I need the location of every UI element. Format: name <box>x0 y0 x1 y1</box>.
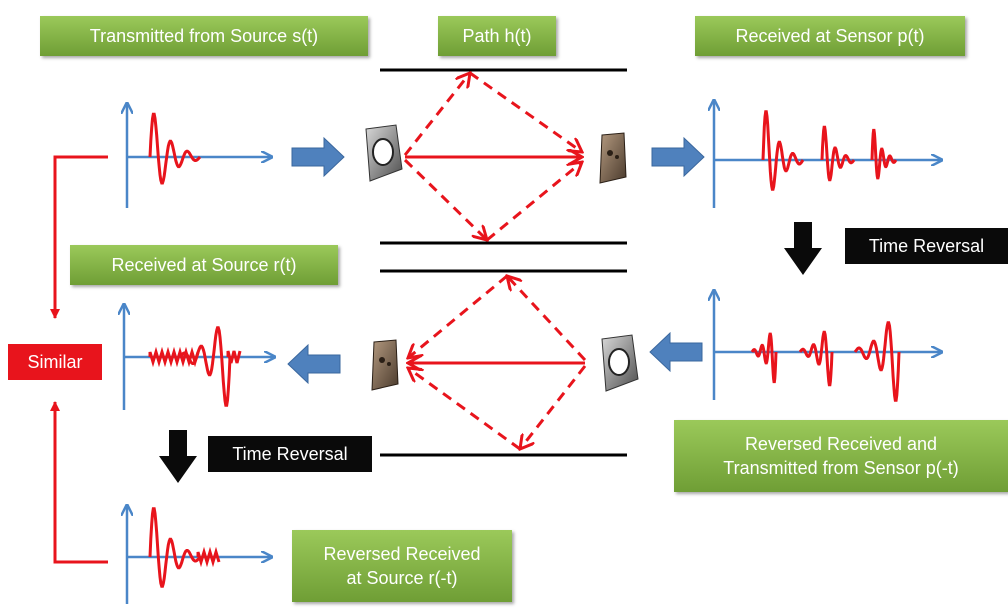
signal-r-t <box>178 326 232 407</box>
label-similar: Similar <box>8 344 102 380</box>
label-text: Time Reversal <box>868 236 985 256</box>
label-text: Similar <box>27 352 83 372</box>
signal-r-minus-t <box>148 507 202 588</box>
signal-p-t-reversed-1 <box>750 332 778 384</box>
label-text: Time Reversal <box>232 444 348 464</box>
signal-r-t-tail <box>226 350 242 364</box>
axes <box>124 100 942 604</box>
down-arrow-right <box>784 222 822 275</box>
lower-path-rays <box>408 276 587 449</box>
transducer-icon <box>365 124 403 182</box>
label-received-at-source: Received at Source r(t) <box>70 245 338 285</box>
label-received-at-sensor: Received at Sensor p(t) <box>695 16 965 56</box>
flow-arrow-right-1 <box>291 136 345 178</box>
signal-r-minus-t-noise <box>196 546 221 568</box>
signal-p-t-1 <box>761 110 805 191</box>
label-time-reversal-left: Time Reversal <box>208 436 372 472</box>
label-text-line2: at Source r(-t) <box>346 568 458 588</box>
signal-p-t-2 <box>820 125 856 182</box>
label-text: Transmitted from Source s(t) <box>89 26 319 46</box>
label-reversed-received-sensor: Reversed Received and Transmitted from S… <box>674 420 1008 492</box>
label-text: Path h(t) <box>462 26 532 46</box>
signal-p-t-reversed-3 <box>853 321 901 402</box>
signal-s-t <box>148 112 202 185</box>
label-text-line1: Reversed Received and <box>744 434 938 454</box>
label-transmitted-from-source: Transmitted from Source s(t) <box>40 16 368 56</box>
down-arrow-left <box>159 430 197 483</box>
flow-arrow-left-1 <box>649 331 703 373</box>
signals <box>148 110 901 588</box>
label-text: Received at Source r(t) <box>111 255 297 275</box>
sensor-icon <box>371 339 399 391</box>
signal-p-t-reversed-2 <box>798 330 834 387</box>
label-text-line2: Transmitted from Sensor p(-t) <box>723 458 959 478</box>
upper-path-rays <box>403 73 582 240</box>
similar-connectors <box>50 155 108 564</box>
label-reversed-received-source: Reversed Received at Source r(-t) <box>292 530 512 602</box>
sensor-icon <box>599 132 627 184</box>
label-path: Path h(t) <box>438 16 556 56</box>
label-text-line1: Reversed Received <box>323 544 481 564</box>
signal-p-t-3 <box>870 128 898 180</box>
flow-arrow-right-2 <box>651 136 705 178</box>
transducer-icon <box>601 334 639 392</box>
label-text: Received at Sensor p(t) <box>735 26 925 46</box>
label-time-reversal-right: Time Reversal <box>845 228 1008 264</box>
flow-arrow-left-2 <box>287 343 341 385</box>
